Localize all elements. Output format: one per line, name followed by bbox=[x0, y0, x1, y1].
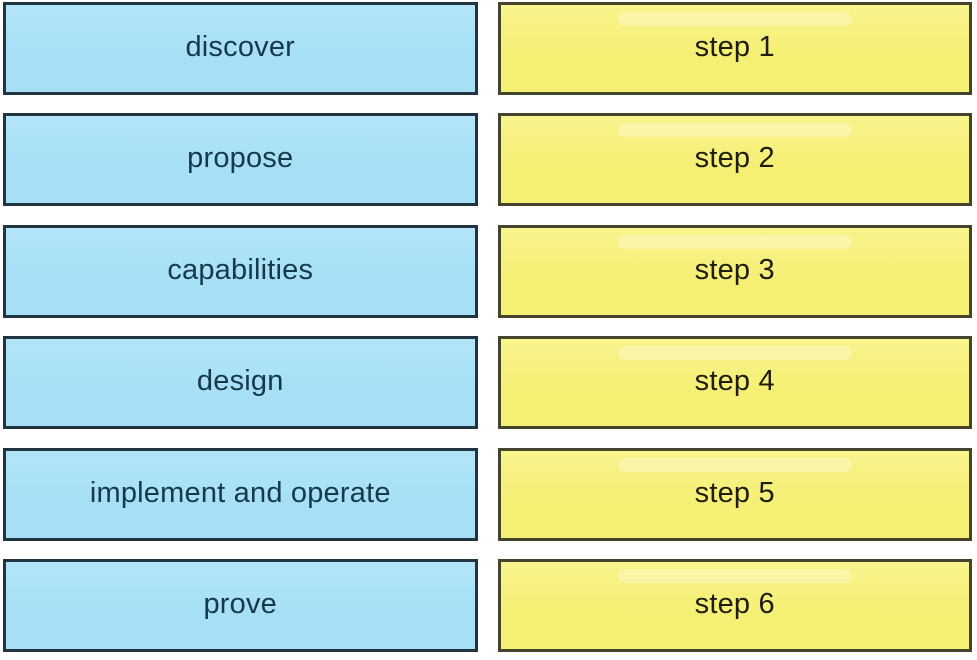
option-box-prove[interactable]: prove bbox=[3, 558, 478, 652]
option-label: implement and operate bbox=[89, 476, 391, 509]
option-box-capabilities[interactable]: capabilities bbox=[3, 224, 478, 318]
option-box-implement-and-operate[interactable]: implement and operate bbox=[3, 447, 478, 541]
step-slot-2[interactable]: step 2 bbox=[497, 113, 972, 207]
step-label: step 5 bbox=[694, 476, 775, 509]
option-label: design bbox=[196, 365, 284, 398]
step-slot-1[interactable]: step 1 bbox=[497, 2, 972, 95]
option-label: propose bbox=[187, 142, 294, 175]
step-label: step 4 bbox=[694, 365, 775, 398]
match-row-3: capabilities step 3 bbox=[3, 224, 972, 318]
match-row-4: design step 4 bbox=[3, 336, 972, 430]
step-slot-5[interactable]: step 5 bbox=[497, 447, 972, 541]
option-label: capabilities bbox=[167, 253, 314, 286]
step-label: step 2 bbox=[694, 142, 775, 175]
option-box-design[interactable]: design bbox=[3, 336, 478, 430]
step-slot-3[interactable]: step 3 bbox=[497, 224, 972, 318]
option-label: discover bbox=[185, 31, 296, 63]
match-row-1: discover step 1 bbox=[3, 2, 972, 95]
option-label: prove bbox=[203, 587, 278, 620]
match-row-2: propose step 2 bbox=[3, 113, 972, 207]
step-slot-4[interactable]: step 4 bbox=[497, 336, 972, 430]
option-box-discover[interactable]: discover bbox=[3, 2, 478, 95]
match-row-6: prove step 6 bbox=[3, 558, 972, 652]
step-label: step 3 bbox=[694, 253, 775, 286]
option-box-propose[interactable]: propose bbox=[3, 113, 478, 207]
match-row-5: implement and operate step 5 bbox=[3, 447, 972, 541]
step-slot-6[interactable]: step 6 bbox=[497, 558, 972, 652]
step-label: step 1 bbox=[694, 31, 775, 63]
step-label: step 6 bbox=[694, 587, 775, 620]
